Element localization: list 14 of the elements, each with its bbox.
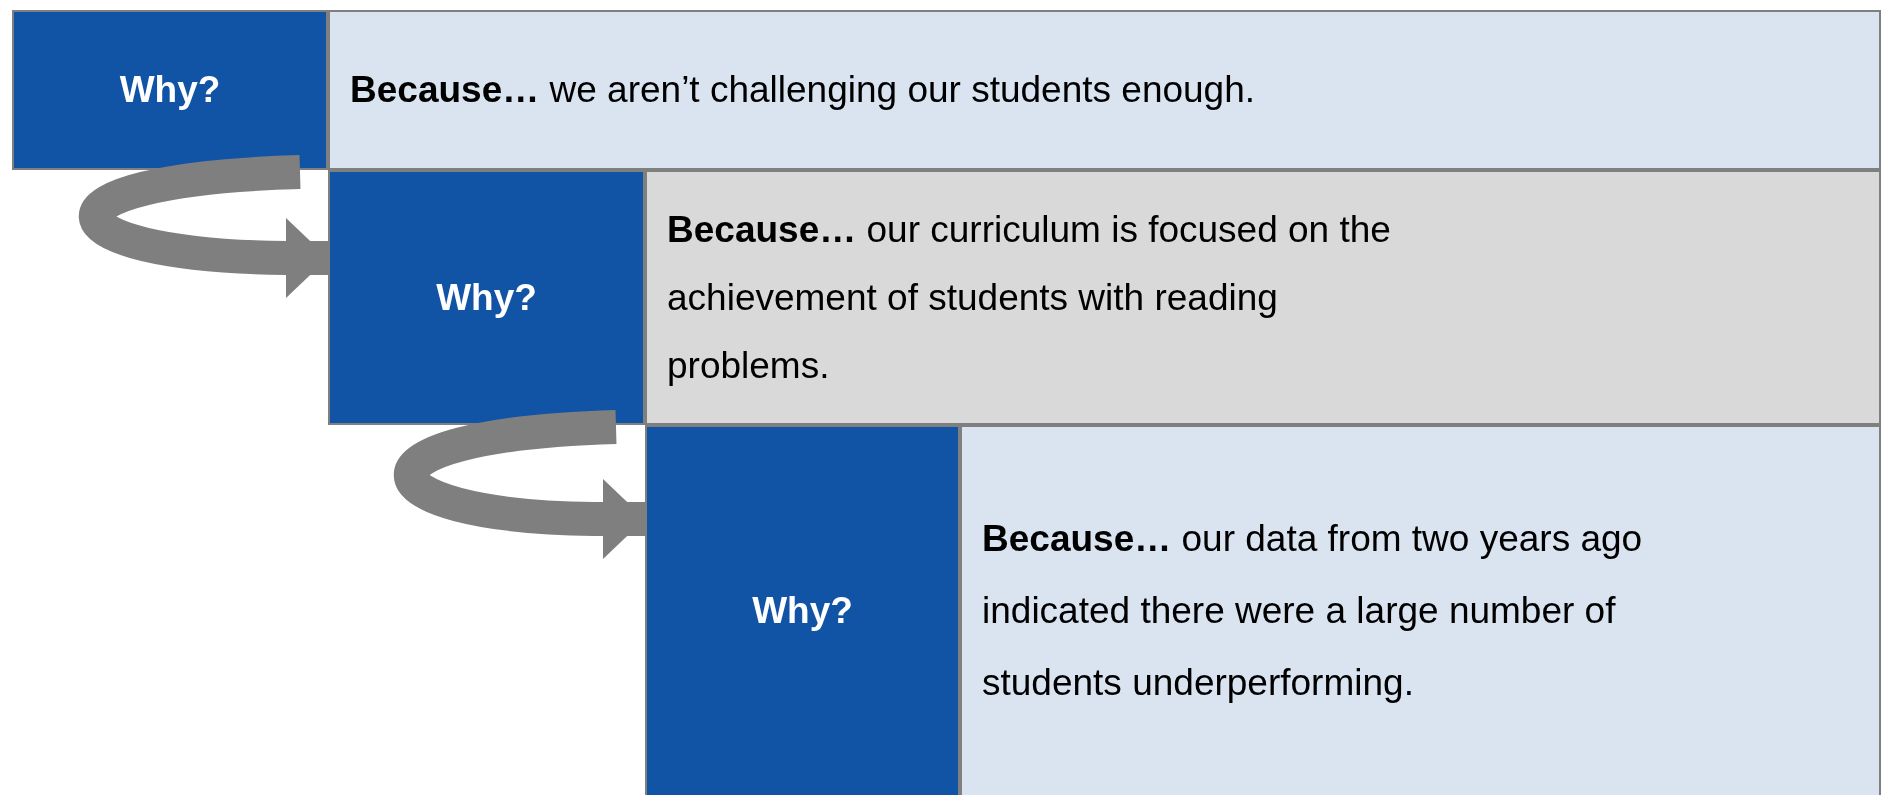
- question-label: Why?: [119, 68, 221, 113]
- question-box: [328, 170, 645, 425]
- answer-text: Because… our data from two years ago indicated there were a large number of students underperforming.: [982, 517, 1644, 705]
- answer-box: [645, 170, 1881, 425]
- answer-box: [960, 425, 1881, 795]
- answer-text: Because… our curriculum is focused on the achievement of students with reading problems.: [667, 207, 1392, 388]
- answer-box: [328, 10, 1881, 170]
- question-label: Why?: [436, 275, 537, 320]
- curved-arrow: [79, 155, 328, 298]
- curved-arrow: [394, 410, 645, 559]
- answer-text: Because… we aren’t challenging our students enough.: [350, 68, 1256, 112]
- question-box: [645, 425, 960, 795]
- question-label: Why?: [752, 589, 853, 634]
- question-box: [12, 10, 328, 170]
